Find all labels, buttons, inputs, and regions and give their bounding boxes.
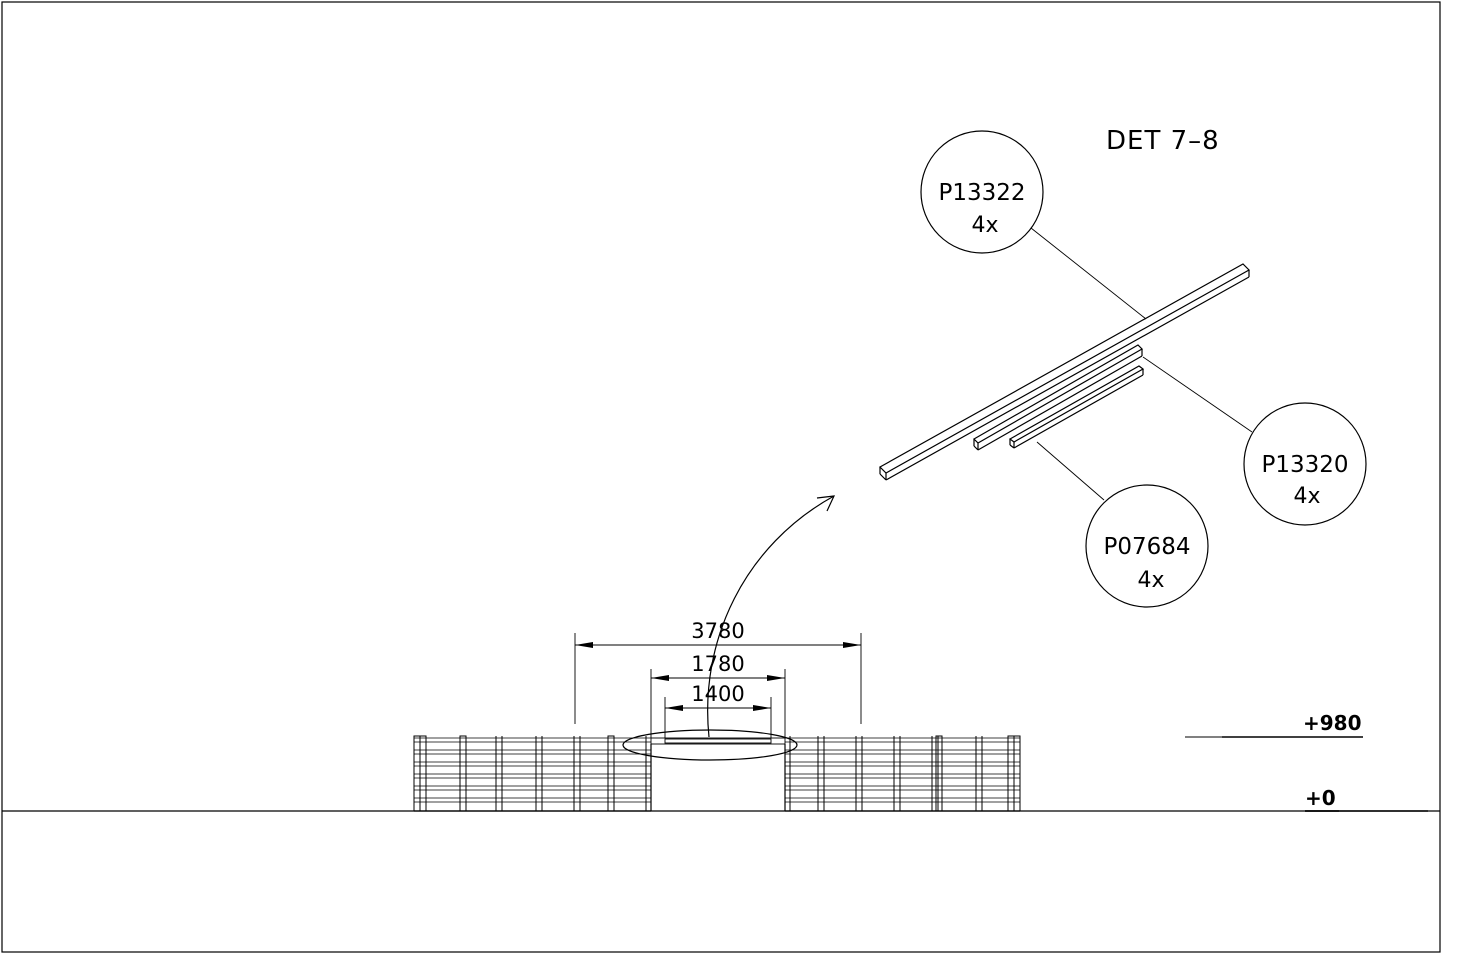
fence-post-frame <box>935 735 943 812</box>
balloon-qty-label: 4x <box>1293 484 1320 509</box>
fence-elevation <box>413 735 1021 812</box>
exploded-parts <box>879 263 1250 481</box>
fence-post-frame <box>1007 735 1021 812</box>
dimension-opening: 1780 <box>650 652 786 738</box>
balloon-p07684: P07684 4x <box>1085 484 1209 608</box>
level-marker-top: +980 <box>1185 711 1363 738</box>
balloon-part-label: P13322 <box>938 180 1025 206</box>
dimension-opening-label: 1780 <box>691 652 744 676</box>
dimension-beam: 1400 <box>664 682 772 738</box>
dimension-overall-label: 3780 <box>691 619 744 643</box>
detail-marker-ellipse <box>622 729 798 761</box>
fence-post-frame <box>607 735 615 812</box>
fence-post-frame <box>459 735 467 812</box>
leader-p13322 <box>1030 227 1147 320</box>
dimension-beam-label: 1400 <box>691 682 744 706</box>
level-marker-ground: +0 <box>1305 786 1428 812</box>
level-ground-label: +0 <box>1305 786 1336 810</box>
opening-header-beam <box>650 737 786 811</box>
part-short-batten <box>1008 365 1145 449</box>
balloon-qty-label: 4x <box>971 213 998 238</box>
fence-post-frame <box>413 735 427 812</box>
balloon-part-label: P13320 <box>1261 452 1348 478</box>
detail-title: DET 7–8 <box>1106 126 1220 156</box>
part-long-board <box>879 263 1250 481</box>
detail-callout-arrow <box>707 495 835 738</box>
leader-p13320 <box>1142 356 1253 433</box>
part-middle-batten <box>973 344 1143 451</box>
balloon-qty-label: 4x <box>1137 568 1164 593</box>
balloon-p13322: P13322 4x <box>920 130 1044 254</box>
dimension-overall: 3780 <box>574 619 862 724</box>
balloon-p13320: P13320 4x <box>1243 402 1367 526</box>
balloon-part-label: P07684 <box>1103 534 1190 560</box>
level-top-label: +980 <box>1303 711 1362 735</box>
leader-p07684 <box>1036 441 1105 501</box>
